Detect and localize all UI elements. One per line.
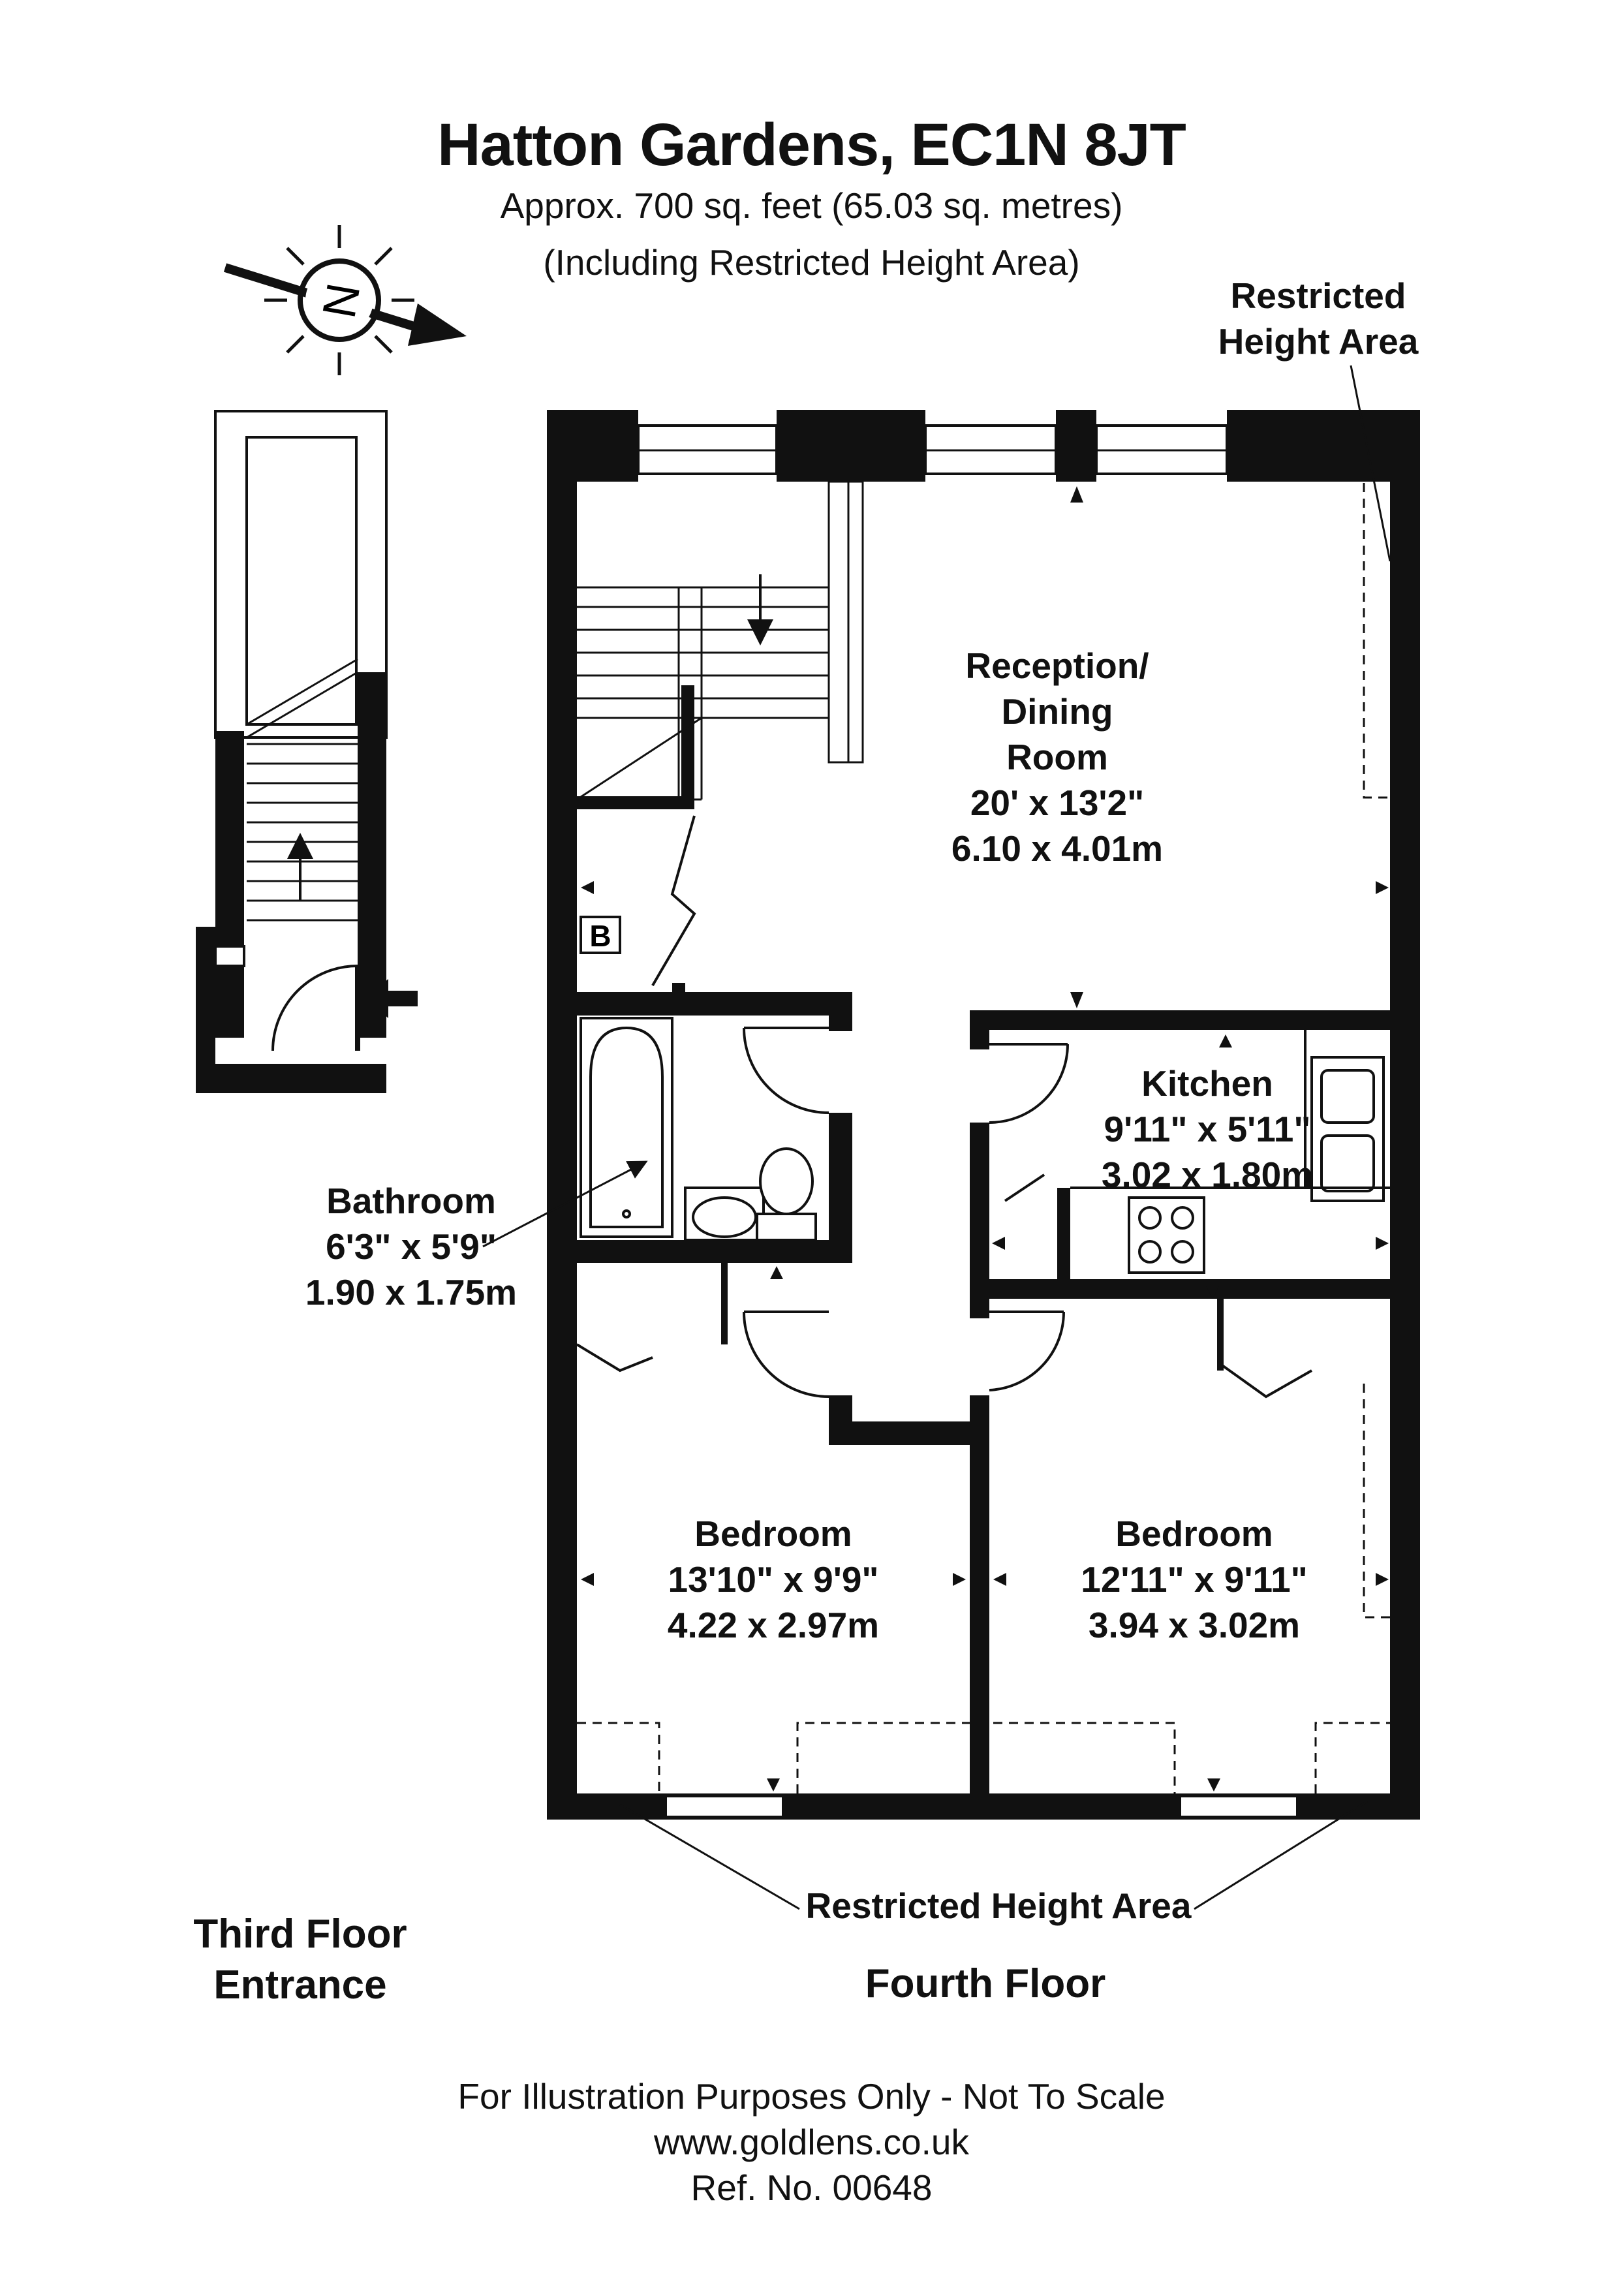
kitchen-imperial: 9'11" x 5'11": [1104, 1109, 1311, 1149]
reception-metric: 6.10 x 4.01m: [951, 828, 1164, 869]
bath-icon: [580, 1017, 673, 1238]
third-floor-entrance-plan: [196, 410, 418, 1093]
bathroom-name: Bathroom: [326, 1181, 496, 1221]
reception-name-2: Dining: [1001, 691, 1113, 732]
reception-imperial: 20' x 13'2": [970, 783, 1145, 823]
disclaimer: For Illustration Purposes Only - Not To …: [457, 2076, 1166, 2117]
basin-icon: [684, 1187, 765, 1241]
boiler-box: [580, 916, 621, 954]
bathroom-label: Bathroom 6'3" x 5'9" 1.90 x 1.75m: [287, 1178, 535, 1315]
bedroom2-name: Bedroom: [1115, 1513, 1273, 1554]
restricted-top-line1: Restricted: [1230, 275, 1406, 316]
reference-number: Ref. No. 00648: [690, 2167, 933, 2208]
restricted-top-line2: Height Area: [1218, 321, 1419, 362]
bedroom2-metric: 3.94 x 3.02m: [1088, 1605, 1301, 1645]
leader-lines: [482, 365, 1391, 1910]
area-subtitle: Approx. 700 sq. feet (65.03 sq. metres): [500, 185, 1123, 226]
reception-label: Reception/ Dining Room 20' x 13'2" 6.10 …: [914, 643, 1201, 871]
compass-icon: [223, 225, 467, 375]
page-title: Hatton Gardens, EC1N 8JT: [437, 112, 1186, 178]
doors: [576, 815, 1312, 1399]
third-floor-line1: Third Floor: [193, 1912, 407, 1957]
reception-name-3: Room: [1006, 737, 1108, 777]
bedroom1-label: Bedroom 13'10" x 9'9" 4.22 x 2.97m: [636, 1511, 910, 1648]
kitchen-counter: [1070, 1030, 1390, 1189]
area-note: (Including Restricted Height Area): [543, 242, 1080, 283]
bedroom2-imperial: 12'11" x 9'11": [1081, 1559, 1308, 1600]
restricted-height-bottom-label: Restricted Height Area: [805, 1885, 1192, 1926]
kitchen-label: Kitchen 9'11" x 5'11" 3.02 x 1.80m: [1070, 1061, 1344, 1198]
third-floor-line2: Entrance: [213, 1962, 387, 2008]
restricted-height-top-label: Restricted Height Area: [1201, 273, 1436, 364]
restricted-height-lines: [577, 483, 1390, 1793]
bathroom-imperial: 6'3" x 5'9": [326, 1226, 497, 1267]
third-floor-label: Third Floor Entrance: [163, 1909, 437, 2011]
boiler-label: B: [589, 919, 611, 953]
bedroom1-imperial: 13'10" x 9'9": [668, 1559, 879, 1600]
reception-name-1: Reception/: [965, 645, 1149, 686]
internal-stair: [576, 480, 864, 801]
kitchen-metric: 3.02 x 1.80m: [1101, 1155, 1314, 1195]
fourth-floor-label: Fourth Floor: [865, 1961, 1106, 2006]
kitchen-name: Kitchen: [1141, 1063, 1273, 1104]
bathroom-metric: 1.90 x 1.75m: [305, 1272, 518, 1312]
dimension-ticks: [581, 486, 1389, 1792]
hob-icon: [1128, 1196, 1205, 1274]
bedroom2-label: Bedroom 12'11" x 9'11" 3.94 x 3.02m: [1057, 1511, 1331, 1648]
bedroom1-name: Bedroom: [694, 1513, 852, 1554]
website: www.goldlens.co.uk: [653, 2122, 970, 2162]
toilet-icon: [756, 1147, 817, 1241]
sink-icon: [1310, 1056, 1385, 1202]
bedroom1-metric: 4.22 x 2.97m: [667, 1605, 880, 1645]
